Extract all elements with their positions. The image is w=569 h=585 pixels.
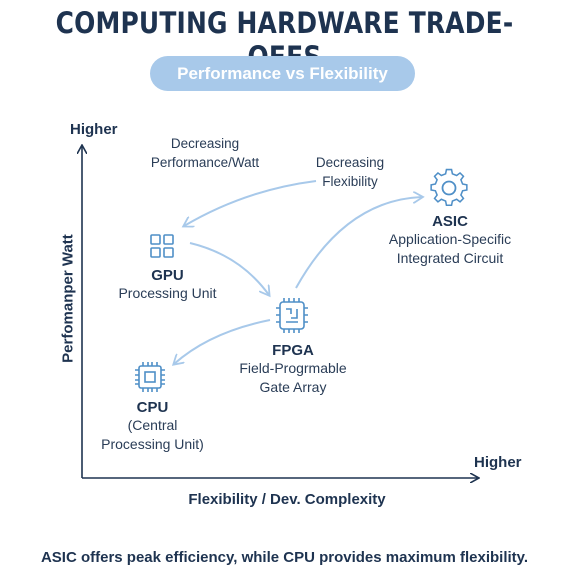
cpu-desc-line-1: (Central — [127, 417, 178, 433]
asic-desc-line-2: Integrated Circuit — [396, 250, 504, 266]
flex-annotation: Decreasing Flexibility — [300, 153, 400, 191]
perf-annotation-line-2: Performance/Watt — [150, 155, 260, 170]
x-axis-title: Flexibility / Dev. Complexity — [188, 491, 386, 508]
flex-annotation-line-2: Flexibility — [322, 174, 378, 189]
y-axis-high-label: Higher — [70, 121, 118, 138]
chip-icon — [276, 298, 308, 333]
flex-annotation-line-1: Decreasing — [315, 155, 385, 170]
fpga-desc-line-2: Gate Array — [259, 379, 327, 395]
gpu-desc-line-1: Processing Unit — [118, 285, 217, 301]
perf-annotation: Decreasing Performance/Watt — [130, 134, 280, 172]
node-cpu: CPU (Central Processing Unit) — [90, 399, 215, 454]
arrow-fpga-to-cpu — [174, 319, 271, 364]
footer-summary: ASIC offers peak efficiency, while CPU p… — [40, 549, 529, 566]
asic-desc-line-1: Application-Specific — [388, 231, 512, 247]
fpga-name: FPGA — [272, 342, 314, 359]
asic-name: ASIC — [432, 213, 468, 230]
processor-icon — [135, 362, 165, 392]
arrow-gpu-to-fpga — [189, 242, 269, 295]
cpu-desc-line-2: Processing Unit) — [101, 436, 204, 452]
gear-icon — [430, 168, 468, 207]
subtitle-badge: Performance vs Flexibility — [150, 56, 415, 91]
x-axis-high-label: Higher — [474, 454, 522, 471]
arrow-fpga-to-asic — [295, 197, 422, 289]
perf-annotation-line-1: Decreasing — [170, 136, 240, 151]
node-fpga: FPGA Field-Progrmable Gate Array — [228, 342, 358, 397]
node-gpu: GPU Processing Unit — [100, 267, 235, 303]
cpu-name: CPU — [136, 399, 169, 416]
fpga-desc-line-1: Field-Progrmable — [239, 360, 347, 376]
arrow-to-gpu — [184, 180, 317, 226]
gpu-name: GPU — [151, 267, 184, 284]
grid-icon — [150, 234, 174, 258]
node-asic: ASIC Application-Specific Integrated Cir… — [375, 213, 525, 268]
subtitle-text: Performance vs Flexibility — [177, 63, 388, 83]
y-axis-title: Perfomanper Watt — [59, 234, 77, 363]
